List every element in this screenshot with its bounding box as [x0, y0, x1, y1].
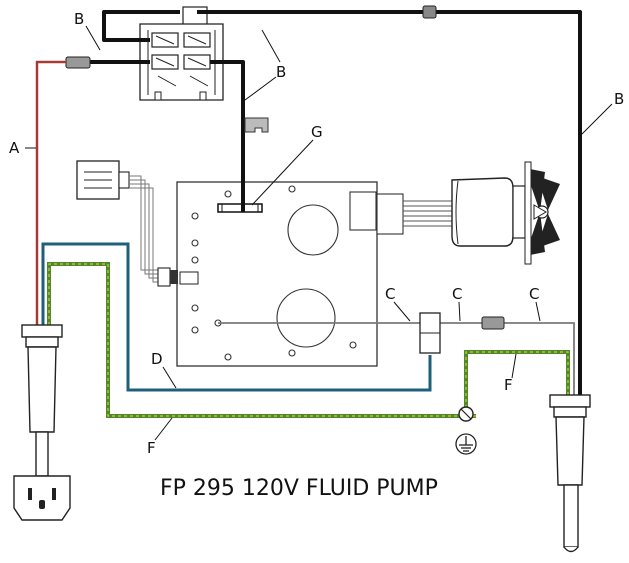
rocker-switch-icon	[139, 6, 224, 101]
wire-a-red	[35, 60, 66, 325]
diagram-caption: FP 295 120V FLUID PUMP	[160, 476, 438, 501]
label-b-right: B	[614, 90, 624, 108]
label-a: A	[9, 139, 20, 157]
label-c-left: C	[385, 285, 395, 303]
label-c-right: C	[529, 285, 539, 303]
wire-b-black	[90, 10, 582, 395]
label-d: D	[151, 350, 163, 368]
label-b-left: B	[74, 10, 84, 28]
capacitor-icon	[76, 160, 199, 287]
left-cord-strain-relief	[21, 324, 63, 477]
label-f-left: F	[147, 439, 156, 457]
pump-motor-icon	[403, 161, 560, 265]
leader-lines	[25, 25, 613, 441]
label-f-right: F	[504, 376, 513, 394]
ground-screw	[458, 406, 474, 422]
circuit-board	[176, 181, 404, 367]
right-cord-strain-relief	[549, 394, 591, 553]
label-c-mid: C	[452, 285, 462, 303]
ground-symbol-icon	[455, 433, 477, 455]
iec-power-inlet-icon	[13, 475, 71, 521]
label-b-mid: B	[276, 63, 286, 81]
label-g: G	[311, 123, 323, 141]
wire-d-blue	[41, 242, 432, 392]
wire-c-grey	[218, 322, 575, 395]
